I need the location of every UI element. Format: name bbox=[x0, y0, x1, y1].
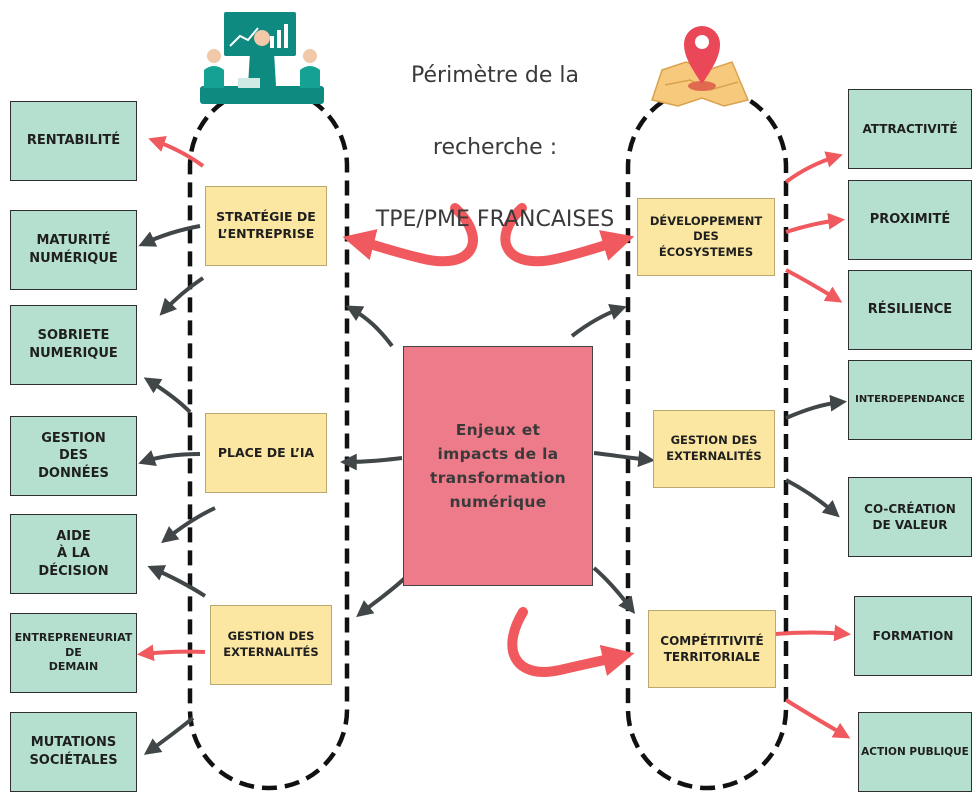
arrow-center-to-gestion-left bbox=[356, 576, 407, 618]
title-line-1: Périmètre de la bbox=[411, 63, 579, 88]
title-line-3: TPE/PME FRANCAISES bbox=[375, 207, 615, 232]
arrow-to-aide-decision bbox=[161, 506, 216, 544]
outcome-entrepreneuriat-demain: ENTREPRENEURIAT DE DEMAIN bbox=[10, 613, 137, 693]
outcome-maturite-numerique: MATURITÉ NUMÉRIQUE bbox=[10, 210, 137, 290]
outcome-aide-decision: AIDE À LA DÉCISION bbox=[10, 514, 137, 594]
business-team-meeting-icon bbox=[200, 12, 324, 104]
outcome-attractivite: ATTRACTIVITÉ bbox=[848, 89, 972, 169]
research-scope-title: Périmètre de la recherche : TPE/PME FRAN… bbox=[330, 22, 660, 274]
theme-place-ia: PLACE DE L’IA bbox=[205, 413, 327, 493]
arrow-to-sobriete bbox=[159, 276, 205, 316]
theme-competitivite-territoriale: COMPÉTITIVITÉ TERRITORIALE bbox=[648, 610, 776, 688]
arrow-to-entrepreneuriat bbox=[136, 644, 206, 662]
arrow-center-to-ia bbox=[339, 453, 403, 471]
outcome-sobriete-numerique: SOBRIETE NUMERIQUE bbox=[10, 305, 137, 385]
central-theme-box: Enjeux et impacts de la transformation n… bbox=[403, 346, 593, 586]
outcome-action-publique: ACTION PUBLIQUE bbox=[858, 712, 972, 792]
arrow-to-rentabilite bbox=[148, 135, 205, 168]
outcome-co-creation-valeur: CO-CRÉATION DE VALEUR bbox=[848, 477, 972, 557]
arrow-to-formation bbox=[775, 624, 852, 642]
swoosh-arrow-left bbox=[342, 203, 478, 267]
outcome-rentabilite: RENTABILITÉ bbox=[10, 101, 137, 181]
arrow-center-to-developpement bbox=[570, 303, 627, 338]
arrow-to-sobriete-from-ia bbox=[143, 377, 192, 414]
map-location-pin-icon bbox=[651, 26, 750, 107]
theme-strategie-entreprise: STRATÉGIE DE L’ENTREPRISE bbox=[205, 186, 327, 266]
outcome-interdependance: INTERDEPENDANCE bbox=[848, 360, 972, 440]
outcome-gestion-donnees: GESTION DES DONNÉES bbox=[10, 416, 137, 496]
theme-developpement-ecosystemes: DÉVELOPPEMENT DES ÉCOSYSTEMES bbox=[637, 198, 775, 276]
outcome-mutations-societales: MUTATIONS SOCIÉTALES bbox=[10, 712, 137, 792]
theme-gestion-externalites-right: GESTION DES EXTERNALITÉS bbox=[653, 410, 775, 488]
arrow-to-gestion-donnees bbox=[138, 450, 201, 467]
arrow-to-maturite bbox=[138, 224, 201, 247]
arrow-center-to-gestion-right bbox=[593, 450, 656, 468]
arrow-to-resilience bbox=[785, 268, 843, 303]
arrow-center-to-competitivite bbox=[592, 566, 636, 615]
outcome-resilience: RÉSILIENCE bbox=[848, 270, 972, 350]
arrow-center-to-strategie bbox=[345, 305, 394, 348]
arrow-to-mutations bbox=[143, 716, 195, 755]
arrow-to-action-publique bbox=[784, 698, 851, 739]
swoosh-arrow-competitivite bbox=[507, 607, 635, 677]
arrow-to-aide-from-gestion bbox=[147, 565, 207, 598]
swoosh-arrow-right bbox=[500, 203, 635, 267]
arrow-to-interdependance bbox=[785, 394, 848, 420]
outcome-proximite: PROXIMITÉ bbox=[848, 180, 972, 260]
theme-gestion-externalites-left: GESTION DES EXTERNALITÉS bbox=[210, 605, 332, 685]
arrow-to-co-creation bbox=[785, 478, 840, 518]
arrow-to-attractivite bbox=[784, 151, 843, 184]
title-line-2: recherche : bbox=[432, 135, 558, 160]
arrow-to-proximite bbox=[785, 212, 846, 234]
outcome-formation: FORMATION bbox=[854, 596, 972, 676]
